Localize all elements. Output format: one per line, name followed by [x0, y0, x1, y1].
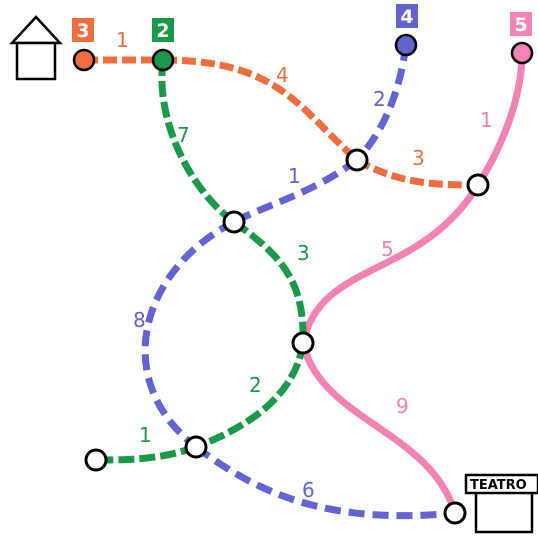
- pink-line-badge: 5: [510, 12, 532, 36]
- blue-segment-3: [141, 218, 236, 450]
- green-weight-1: 7: [177, 123, 190, 147]
- station-b: [466, 173, 490, 197]
- svg-text:2: 2: [156, 20, 169, 42]
- line-orange: [84, 56, 479, 189]
- line-blue: [141, 44, 456, 520]
- svg-text:3: 3: [76, 20, 89, 42]
- blue-weight-4: 6: [302, 478, 315, 502]
- svg-text:4: 4: [400, 6, 413, 28]
- green-weight-4: 1: [139, 423, 152, 447]
- orange-line-badge: 3: [72, 18, 94, 42]
- green-line-badge: 2: [152, 18, 174, 42]
- blue-weight-2: 1: [288, 164, 301, 188]
- green-segment-2: [231, 219, 307, 344]
- blue-segment-2: [232, 157, 360, 226]
- blue-terminal: [394, 33, 418, 57]
- green-segment-3: [194, 342, 307, 451]
- pink-weight-3: 9: [396, 394, 409, 418]
- blue-weight-1: 2: [373, 87, 386, 111]
- station-e: [184, 435, 208, 459]
- station-f: [84, 448, 108, 472]
- line-green: [95, 59, 307, 464]
- station-a: [345, 148, 369, 172]
- orange-terminal: [72, 48, 96, 72]
- blue-segment-4: [193, 444, 456, 520]
- pink-weight-2: 5: [381, 237, 394, 261]
- pink-terminal: [510, 41, 534, 65]
- orange-segment-2: [162, 56, 360, 163]
- green-segment-4: [95, 443, 198, 464]
- teatro-label: TEATRO: [470, 478, 527, 493]
- orange-weight-2: 4: [276, 63, 289, 87]
- pink-segment-2: [299, 181, 482, 347]
- green-weight-2: 3: [297, 241, 310, 265]
- pink-segment-3: [299, 339, 459, 517]
- green-weight-3: 2: [249, 373, 262, 397]
- line-pink: [299, 49, 526, 517]
- green-segment-1: [158, 59, 237, 225]
- station-g: [443, 501, 467, 525]
- orange-weight-1: 1: [116, 28, 129, 52]
- pink-segment-1: [474, 49, 526, 189]
- station-d: [291, 331, 315, 355]
- svg-text:5: 5: [514, 14, 527, 36]
- green-terminal: [151, 48, 175, 72]
- orange-weight-3: 3: [412, 146, 425, 170]
- orange-segment-3: [355, 156, 479, 189]
- blue-segment-1: [354, 44, 410, 163]
- home-icon: [9, 15, 63, 81]
- station-c: [222, 210, 246, 234]
- blue-weight-3: 8: [133, 308, 146, 332]
- teatro-icon: TEATRO: [464, 473, 538, 534]
- pink-weight-1: 1: [480, 108, 493, 132]
- blue-line-badge: 4: [396, 4, 418, 28]
